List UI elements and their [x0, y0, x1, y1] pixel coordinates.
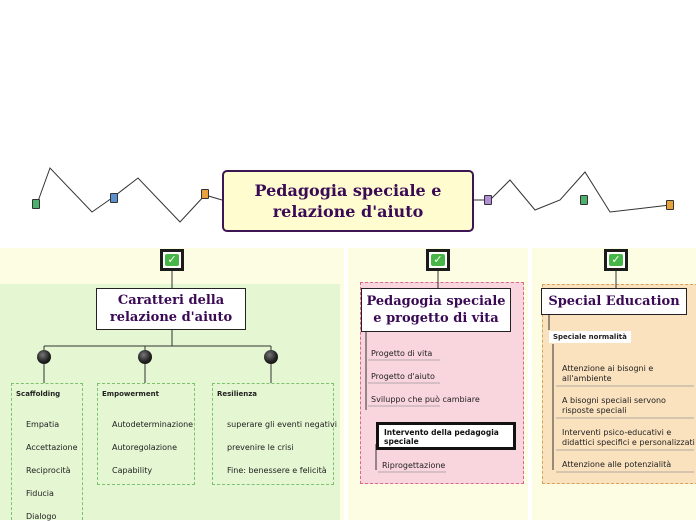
list-item[interactable]: Reciprocità	[26, 466, 71, 475]
list-item[interactable]: Riprogettazione	[382, 461, 446, 470]
list-item-line2: risposte speciali	[562, 406, 627, 415]
list-item[interactable]: Sviluppo che può cambiare	[371, 395, 480, 404]
central-topic-line1: Pedagogia speciale e	[254, 181, 442, 200]
list-item[interactable]: Fine: benessere e felicità	[227, 466, 327, 475]
group-title: Scaffolding	[16, 390, 61, 398]
group-title: Empowerment	[102, 390, 159, 398]
right-branch-topic[interactable]: Special Education	[541, 288, 687, 315]
intervention-box[interactable]: Intervento della pedagogia speciale	[376, 422, 516, 450]
group-empowerment	[97, 383, 195, 485]
left-branch-topic[interactable]: Caratteri della relazione d'aiuto	[96, 288, 246, 330]
left-branch-title-line1: Caratteri della	[117, 293, 225, 308]
right-branch-inner-panel	[542, 284, 696, 484]
node-dot-icon	[264, 350, 278, 364]
group-title: Resilienza	[217, 390, 258, 398]
purple-note-icon	[484, 195, 492, 205]
check-icon: ✓	[160, 249, 184, 271]
group-scaffolding	[11, 383, 83, 520]
orange-note-icon	[666, 200, 674, 210]
list-item-line2: didattici specifici e personalizzati	[562, 438, 695, 447]
list-item[interactable]: Dialogo	[26, 512, 57, 521]
list-item-line2: all'ambiente	[562, 374, 612, 383]
check-icon: ✓	[426, 249, 450, 271]
green-note-icon	[580, 195, 588, 205]
list-item[interactable]: Fiducia	[26, 489, 54, 498]
group-title[interactable]: Speciale normalità	[549, 331, 631, 343]
list-item[interactable]: Attenzione alle potenzialità	[562, 460, 671, 470]
list-item[interactable]: Interventi psico-educativi e didattici s…	[562, 428, 695, 448]
group-resilienza	[212, 383, 334, 485]
list-item[interactable]: Progetto d'aiuto	[371, 372, 435, 381]
list-item[interactable]: A bisogni speciali servono risposte spec…	[562, 396, 666, 416]
blue-note-icon	[110, 193, 118, 203]
list-item-line1: A bisogni speciali servono	[562, 396, 666, 405]
central-topic[interactable]: Pedagogia speciale e relazione d'aiuto	[222, 170, 474, 232]
list-item[interactable]: superare gli eventi negativi	[227, 420, 337, 429]
middle-branch-topic[interactable]: Pedagogia speciale e progetto di vita	[361, 288, 511, 332]
list-item-line1: Attenzione ai bisogni e	[562, 364, 654, 373]
list-item[interactable]: Capability	[112, 466, 153, 475]
list-item[interactable]: Accettazione	[26, 443, 78, 452]
node-dot-icon	[138, 350, 152, 364]
list-item-line1: Attenzione alle potenzialità	[562, 460, 672, 469]
list-item[interactable]: Attenzione ai bisogni e all'ambiente	[562, 364, 653, 384]
left-branch-title-line2: relazione d'aiuto	[109, 310, 233, 325]
central-topic-line2: relazione d'aiuto	[272, 202, 424, 221]
list-item[interactable]: Autoregolazione	[112, 443, 178, 452]
list-item[interactable]: prevenire le crisi	[227, 443, 294, 452]
orange-note-icon	[201, 189, 209, 199]
green-note-icon	[32, 199, 40, 209]
decorative-zigzag-left	[36, 167, 223, 223]
list-item[interactable]: Progetto di vita	[371, 349, 433, 358]
intervention-box-line1: Intervento della pedagogia	[384, 428, 499, 437]
middle-branch-title-line1: Pedagogia speciale	[366, 294, 506, 309]
decorative-zigzag-right	[474, 171, 671, 213]
node-dot-icon	[37, 350, 51, 364]
intervention-box-line2: speciale	[384, 437, 419, 446]
list-item[interactable]: Autodeterminazione	[112, 420, 194, 429]
middle-branch-title-line2: e progetto di vita	[373, 311, 499, 326]
list-item-line1: Interventi psico-educativi e	[562, 428, 672, 437]
right-branch-title: Special Education	[548, 294, 680, 309]
list-item[interactable]: Empatia	[26, 420, 60, 429]
check-icon: ✓	[604, 249, 628, 271]
